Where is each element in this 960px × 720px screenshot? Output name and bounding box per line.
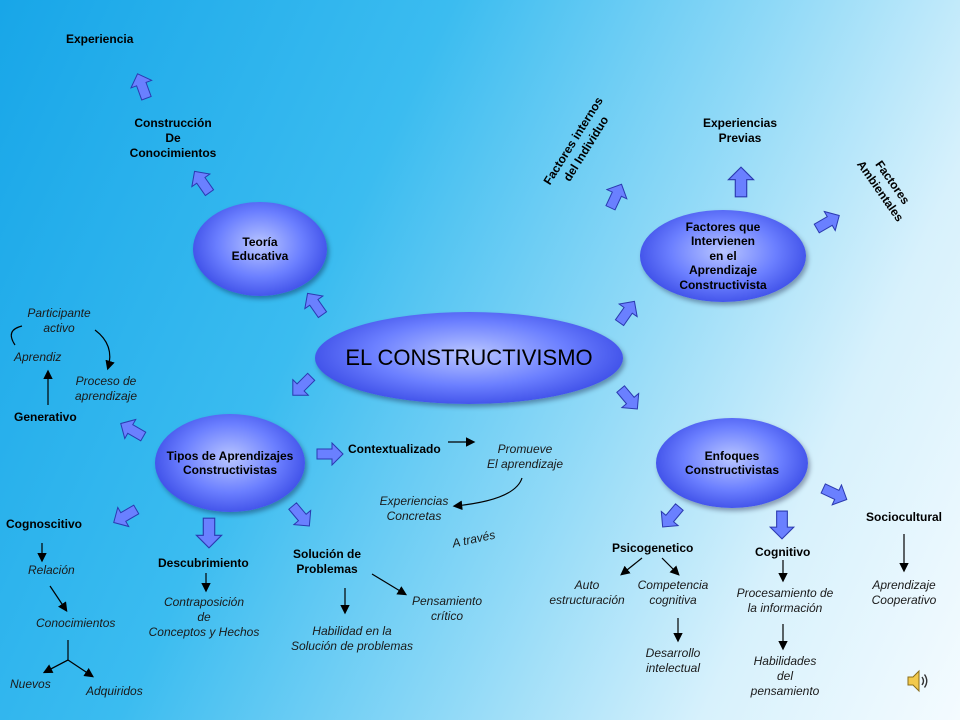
block-arrow-icon (130, 73, 153, 101)
connector-aprendiz-participante (10, 325, 23, 346)
label-competencia: Competencia cognitiva (637, 578, 709, 607)
block-arrow-icon (605, 183, 628, 211)
label-construccion: Construcción De Conocimientos (129, 116, 217, 160)
block-arrow-icon (304, 292, 328, 319)
connector-participante-proceso (94, 329, 115, 371)
label-adquiridos: Adquiridos (86, 684, 143, 698)
label-generativo: Generativo (14, 410, 77, 424)
block-arrow-icon (113, 504, 140, 528)
block-arrow-icon (660, 503, 684, 528)
node-teoria: Teoría Educativa (193, 202, 327, 296)
label-contextualizado: Contextualizado (348, 442, 441, 456)
block-arrow-icon (195, 517, 223, 549)
connector-solucion-pensamiento (371, 573, 408, 596)
connector-psico-auto (620, 557, 643, 576)
block-arrow-icon (120, 418, 147, 442)
label-aprendiz: Aprendiz (14, 350, 62, 364)
block-arrow-icon (820, 483, 848, 506)
node-tipos: Tipos de Aprendizajes Constructivistas (155, 414, 305, 512)
label-procesamiento: Procesamiento de la información (736, 586, 834, 615)
label-cognoscitivo: Cognoscitivo (6, 517, 83, 531)
label-auto: Auto estructuración (549, 578, 625, 607)
block-arrow-icon (288, 502, 312, 527)
label-nuevos: Nuevos (10, 677, 51, 691)
label-cognitivo: Cognitivo (755, 545, 811, 559)
tipos-line-1: Tipos de Aprendizajes (166, 448, 294, 463)
block-arrow-icon (813, 210, 840, 234)
block-arrow-icon (727, 166, 755, 198)
label-contraposicion: Contraposición de Conceptos y Hechos (148, 595, 260, 639)
block-arrow-icon (316, 442, 344, 466)
node-factores: Factores que Intervienen en el Aprendiza… (640, 210, 806, 302)
label-participante: Participante activo (27, 306, 91, 335)
label-experiencias-concretas: Experiencias Concretas (379, 494, 449, 523)
label-relacion: Relación (28, 563, 75, 577)
label-promueve: Promueve El aprendizaje (486, 442, 564, 471)
label-solucion: Solución de Problemas (292, 547, 361, 576)
label-conocimientos: Conocimientos (36, 616, 116, 630)
center-node: EL CONSTRUCTIVISMO (315, 312, 623, 404)
label-habilidades: Habilidades del pensamiento (750, 654, 820, 698)
label-psicogenetico: Psicogenetico (612, 541, 694, 555)
label-experiencia: Experiencia (66, 32, 134, 46)
block-arrow-icon (614, 300, 638, 327)
connector-relacion-conocimientos (49, 585, 68, 612)
block-arrow-icon (768, 510, 796, 540)
block-arrow-icon (191, 170, 215, 197)
connector-psico-competencia (661, 557, 680, 576)
connector-conocimientos-split (44, 640, 92, 676)
label-desarrollo: Desarrollo intelectual (645, 646, 701, 675)
center-title: EL CONSTRUCTIVISMO (345, 344, 593, 370)
block-arrow-icon (616, 385, 640, 410)
tipos-line-2: Constructivistas (182, 463, 277, 477)
connector-conocimientos-nuevos (42, 659, 69, 674)
label-proceso: Proceso de aprendizaje (74, 374, 138, 403)
label-experiencias-previas: Experiencias Previas (702, 116, 778, 145)
label-descubrimiento: Descubrimiento (158, 556, 249, 570)
node-enfoques: Enfoques Constructivistas (656, 418, 808, 508)
block-arrow-icon (292, 372, 316, 396)
label-pensamiento: Pensamiento crítico (411, 594, 483, 623)
label-habilidad: Habilidad en la Solución de problemas (290, 624, 414, 653)
speaker-icon[interactable] (905, 668, 931, 694)
label-sociocultural: Sociocultural (866, 510, 943, 524)
label-aprendizaje-cooperativo: Aprendizaje Cooperativo (871, 578, 937, 607)
connector-promueve-experiencias (452, 477, 523, 511)
